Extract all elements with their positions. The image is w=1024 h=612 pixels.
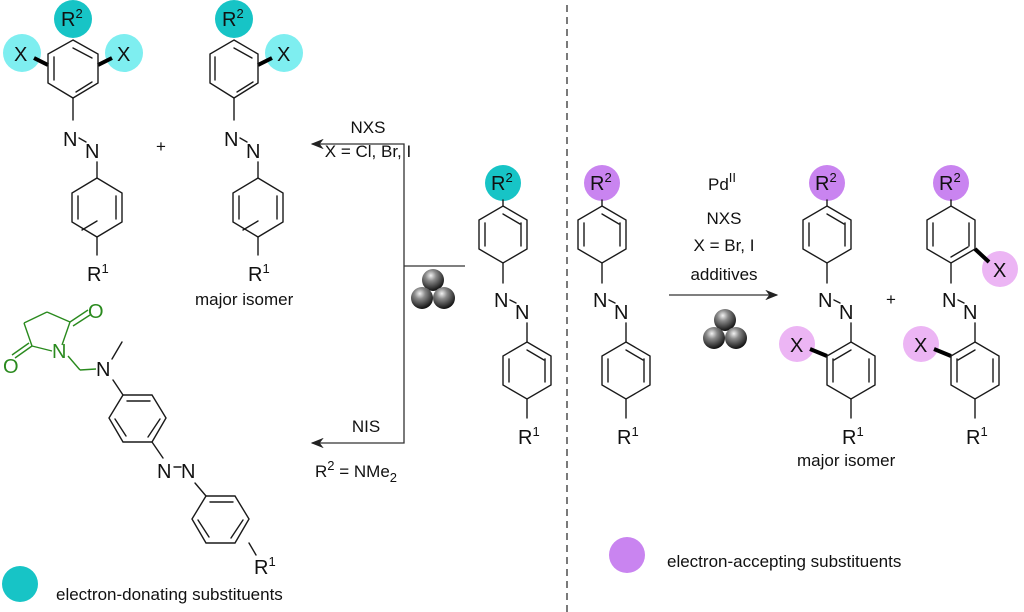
svg-text:R1: R1: [248, 261, 270, 286]
svg-text:O: O: [3, 356, 19, 378]
starting-material-donating: R2 N N R1: [478, 165, 552, 449]
ball-mill-icon: [703, 309, 747, 349]
major-isomer-caption-right: major isomer: [797, 451, 896, 470]
svg-text:R1: R1: [617, 424, 639, 449]
svg-text:R1: R1: [518, 424, 540, 449]
product-dihalo-azobenzene: R2 X X N N R1: [3, 0, 143, 286]
svg-text:R1: R1: [842, 424, 864, 449]
condition-nis: NIS: [352, 417, 380, 436]
svg-text:N: N: [963, 302, 977, 324]
condition-halogens: X = Cl, Br, I: [325, 142, 411, 161]
legend-donating-swatch: [2, 566, 38, 602]
condition-nxs: NXS: [707, 209, 742, 228]
product-monohalo-azobenzene: R2 X N N R1: [209, 0, 303, 286]
svg-text:N: N: [157, 461, 171, 483]
svg-text:R1: R1: [966, 424, 988, 449]
svg-text:X: X: [914, 335, 927, 357]
product-ortho-halo-azobenzene: R2 N N X R1: [779, 165, 876, 449]
n-label: N: [85, 141, 99, 163]
x-highlight-right: [105, 34, 143, 72]
product-diortho-halo-azobenzene: R2 X N N X R1: [903, 165, 1018, 449]
starting-material-accepting: R2 N N R1: [577, 165, 651, 449]
svg-text:N: N: [818, 290, 832, 312]
r1-label: R1: [87, 261, 109, 286]
svg-text:X: X: [993, 260, 1006, 282]
svg-text:R1: R1: [254, 554, 276, 579]
condition-r2-nme2: R2 = NMe2: [315, 458, 397, 485]
svg-text:N: N: [515, 302, 529, 324]
reaction-arrow-top: [310, 138, 405, 266]
svg-text:N: N: [614, 302, 628, 324]
major-isomer-caption-left: major isomer: [195, 290, 294, 309]
condition-nxs: NXS: [351, 118, 386, 137]
r2-label: R2: [61, 6, 83, 31]
svg-text:N: N: [246, 141, 260, 163]
legend-accepting-label: electron-accepting substituents: [667, 552, 901, 571]
svg-text:R2: R2: [939, 170, 961, 195]
svg-text:X: X: [277, 44, 290, 66]
svg-text:R2: R2: [222, 6, 244, 31]
svg-text:N: N: [224, 129, 238, 151]
svg-text:N: N: [942, 290, 956, 312]
svg-text:N: N: [839, 302, 853, 324]
x-label: X: [14, 44, 27, 66]
r2-donating-highlight: [54, 0, 92, 38]
svg-text:N: N: [52, 341, 66, 363]
plus-sign: +: [886, 290, 896, 309]
reaction-arrow-bottom: [310, 266, 405, 449]
condition-pd: PdII: [708, 170, 736, 194]
svg-text:R2: R2: [815, 170, 837, 195]
svg-text:N: N: [593, 290, 607, 312]
n-label: N: [63, 129, 77, 151]
condition-additives: additives: [690, 265, 757, 284]
x-highlight-left: [3, 34, 41, 72]
svg-text:O: O: [88, 301, 104, 323]
condition-halogens: X = Br, I: [694, 236, 755, 255]
svg-text:R2: R2: [491, 170, 513, 195]
svg-text:R2: R2: [590, 170, 612, 195]
svg-text:N: N: [494, 290, 508, 312]
plus-sign: +: [156, 137, 166, 156]
svg-text:N: N: [96, 359, 110, 381]
svg-text:X: X: [790, 335, 803, 357]
x-label: X: [117, 44, 130, 66]
svg-text:N: N: [181, 461, 195, 483]
ball-mill-icon: [411, 269, 455, 309]
legend-donating-label: electron-donating substituents: [56, 585, 283, 604]
product-succinimide-azobenzene: O O N N N N R1: [3, 301, 276, 579]
legend-accepting-swatch: [609, 537, 645, 573]
